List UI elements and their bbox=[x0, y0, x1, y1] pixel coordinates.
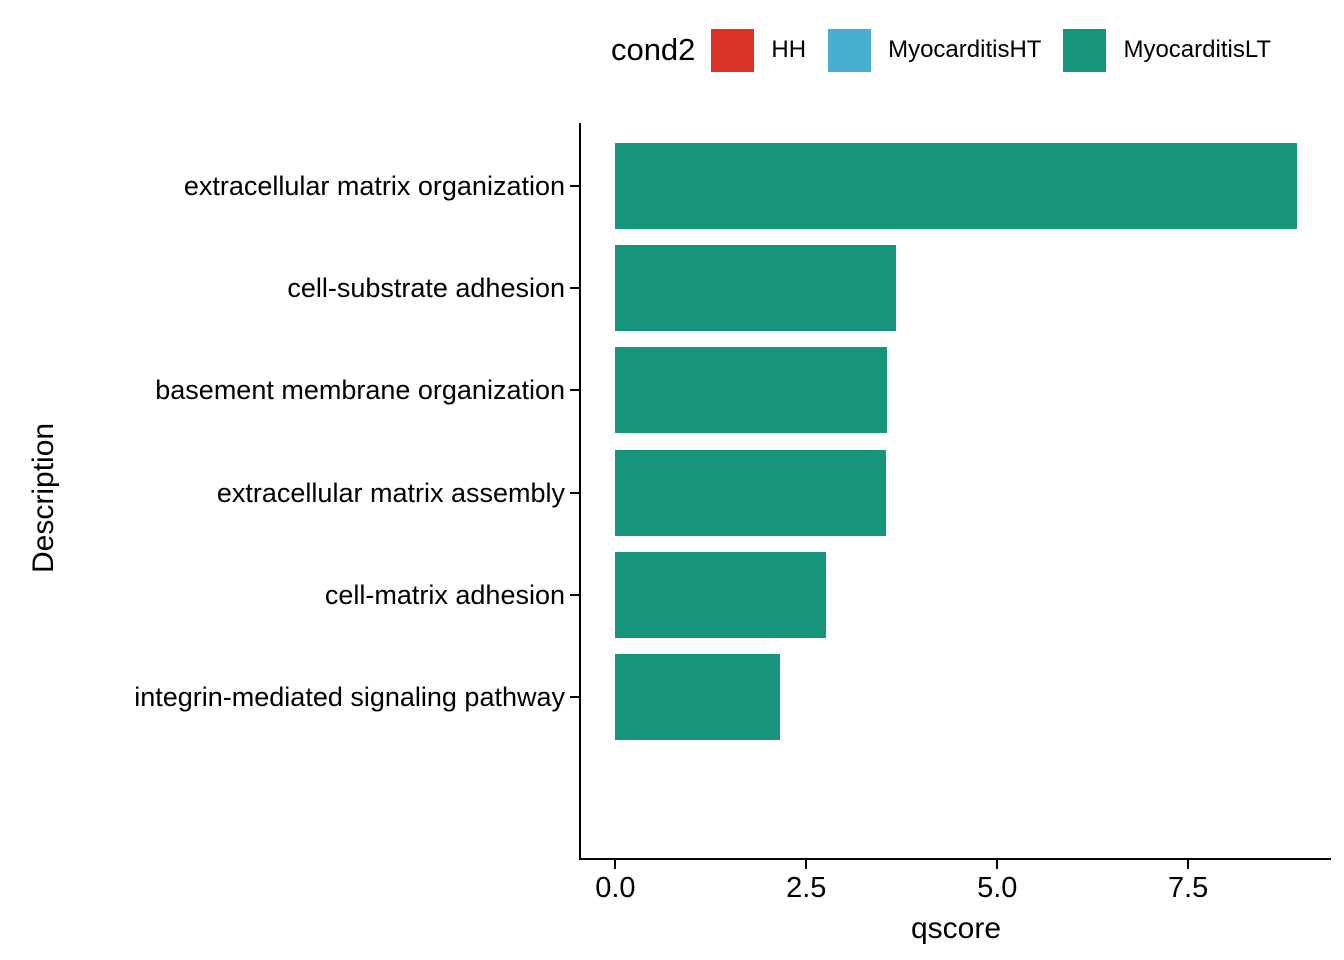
y-axis-title: Description bbox=[27, 422, 60, 573]
bar-1 bbox=[615, 143, 1297, 230]
bar-6 bbox=[615, 653, 780, 740]
x-tick-label: 5.0 bbox=[977, 872, 1018, 904]
bar-2 bbox=[615, 245, 896, 332]
legend-entry-label: MyocarditisHT bbox=[888, 36, 1042, 63]
legend: cond2 HH MyocarditisHT MyocarditisLT bbox=[560, 18, 1344, 82]
legend-swatch-icon bbox=[1063, 28, 1107, 72]
x-tick-label: 0.0 bbox=[595, 872, 636, 904]
legend-swatch-icon bbox=[711, 28, 755, 72]
x-tick-label: 7.5 bbox=[1168, 872, 1209, 904]
legend-entry-MyocarditisLT: MyocarditisLT bbox=[1063, 28, 1272, 72]
y-category-label: extracellular matrix organization bbox=[183, 171, 565, 202]
y-tick-mark bbox=[570, 389, 579, 392]
y-category-label: extracellular matrix assembly bbox=[216, 477, 565, 508]
y-category-label: cell-matrix adhesion bbox=[324, 579, 565, 610]
bar-5 bbox=[615, 551, 827, 638]
legend-swatch-icon bbox=[828, 28, 872, 72]
x-tick-mark bbox=[614, 860, 617, 869]
y-category-label: integrin-mediated signaling pathway bbox=[134, 681, 565, 712]
y-tick-mark bbox=[570, 287, 579, 290]
bar-4 bbox=[615, 449, 887, 536]
legend-title: cond2 bbox=[610, 32, 696, 67]
y-category-label: cell-substrate adhesion bbox=[287, 273, 565, 304]
y-tick-mark bbox=[570, 593, 579, 596]
y-tick-mark bbox=[570, 185, 579, 188]
x-axis-title: qscore bbox=[910, 912, 1002, 945]
y-tick-mark bbox=[570, 491, 579, 494]
x-tick-label: 2.5 bbox=[786, 872, 827, 904]
bar-3 bbox=[615, 347, 888, 434]
y-category-label: basement membrane organization bbox=[155, 375, 565, 406]
x-tick-mark bbox=[805, 860, 808, 869]
x-tick-mark bbox=[996, 860, 999, 869]
legend-entry-label: HH bbox=[771, 36, 807, 63]
legend-entry-HH: HH bbox=[711, 28, 807, 72]
y-tick-mark bbox=[570, 695, 579, 698]
x-tick-mark bbox=[1187, 860, 1190, 869]
legend-items: HH MyocarditisHT MyocarditisLT bbox=[711, 28, 1293, 72]
legend-entry-label: MyocarditisLT bbox=[1123, 36, 1272, 63]
legend-entry-MyocarditisHT: MyocarditisHT bbox=[828, 28, 1042, 72]
